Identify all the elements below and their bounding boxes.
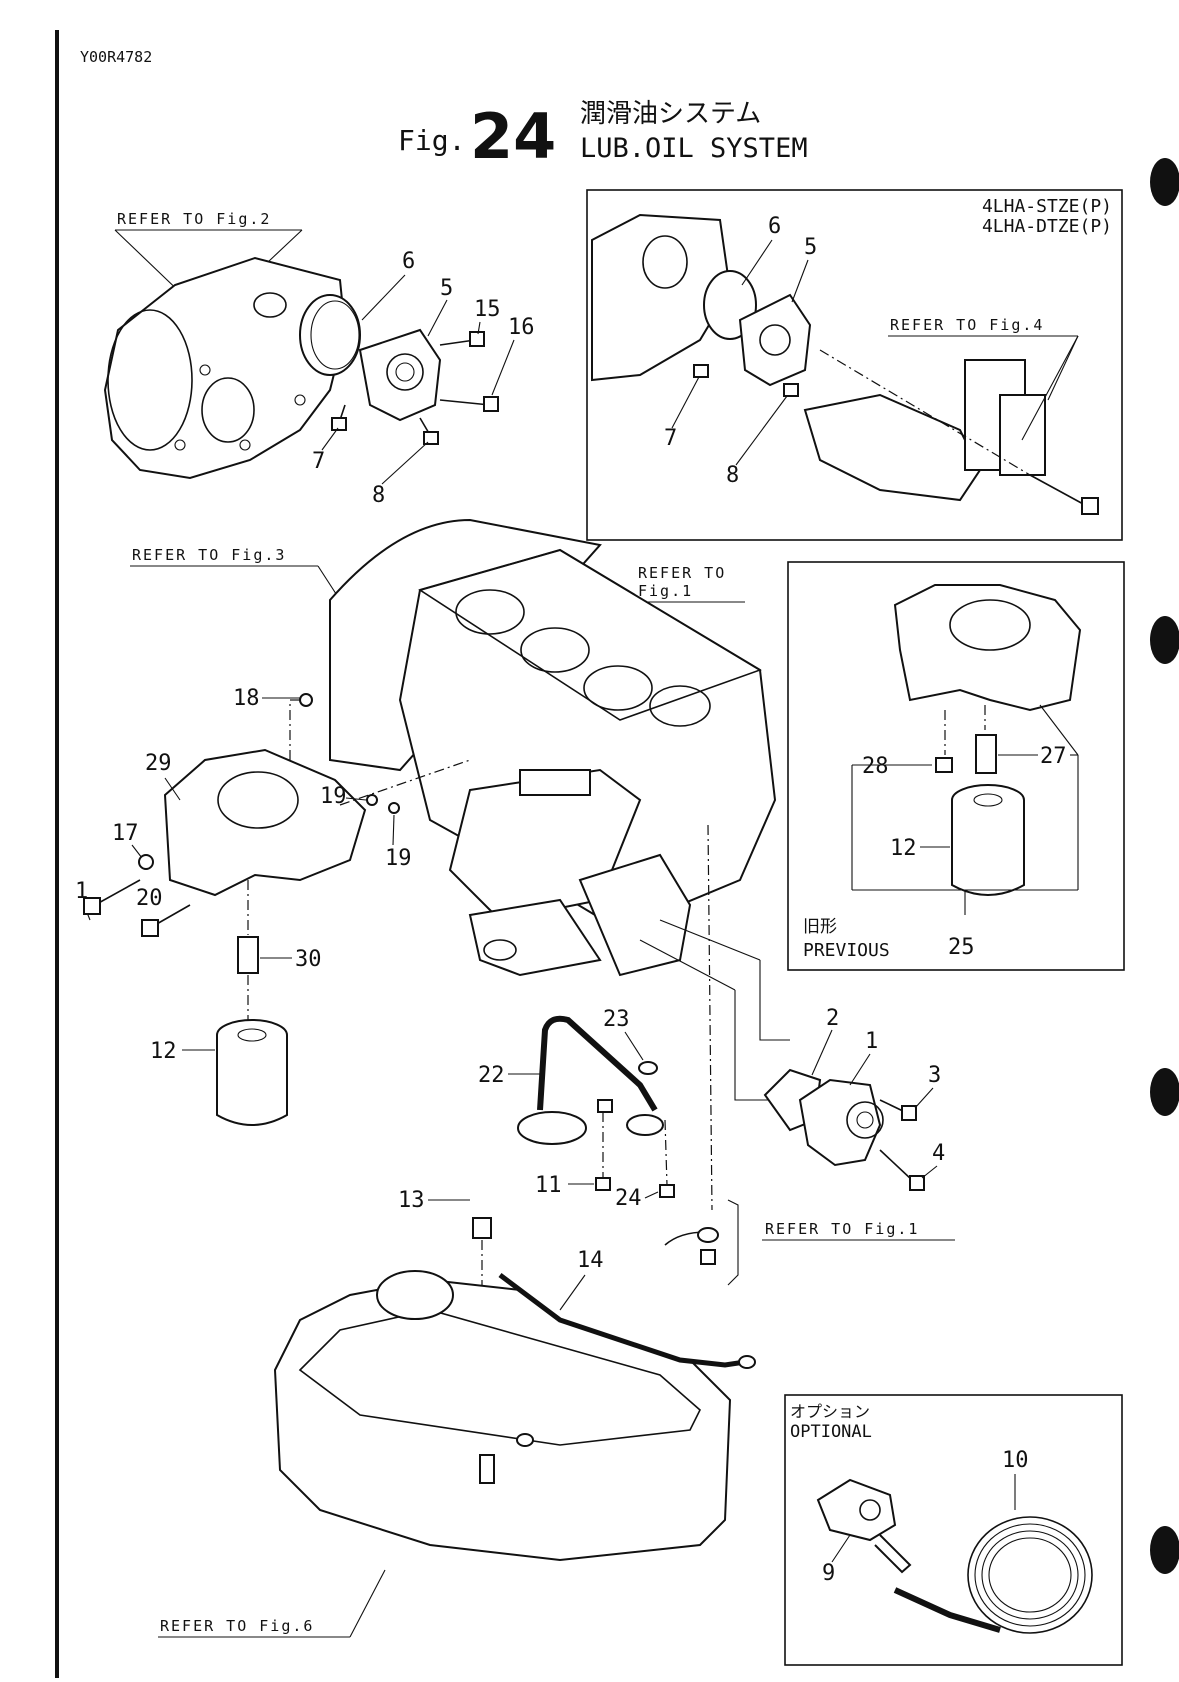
refer-fig1-top-line2: Fig.1 [638,582,693,600]
callout-19-second: 19 [385,846,412,871]
callout-2: 2 [826,1006,839,1031]
refer-fig3-label: REFER TO Fig.3 [132,546,286,564]
callout-5-inset: 5 [804,235,817,260]
title-english: LUB.OIL SYSTEM [580,133,808,164]
callout-24: 24 [615,1186,642,1211]
callout-28: 28 [862,754,889,779]
refer-fig4-label: REFER TO Fig.4 [890,316,1044,334]
callout-8: 8 [372,483,385,508]
strainer-bell [518,1112,586,1144]
figure-prefix: Fig. [398,124,465,157]
oil-pan-group: 13 14 REFER TO Fig.6 [158,1188,755,1637]
refer-fig1-bottom-label: REFER TO Fig.1 [765,1220,919,1238]
callout-14: 14 [577,1248,604,1273]
callout-19: 19 [320,784,347,809]
bolt-24 [660,1185,674,1197]
oil-pump-cover-5 [360,330,440,420]
callout-27: 27 [1040,744,1067,769]
callout-7-inset: 7 [664,426,677,451]
plug-28 [936,758,952,772]
previous-label-jp: 旧形 [803,917,837,937]
callout-5: 5 [440,276,453,301]
figure-number: 24 [470,100,556,173]
bolt-1 [84,898,100,914]
refer-fig1-top-line1: REFER TO [638,564,726,582]
engine-block-group: REFER TO Fig.3 REFER TO Fig.1 18 [75,520,790,1210]
bolt-20 [142,920,158,936]
nut-11 [596,1178,610,1190]
o-ring-6 [300,295,360,375]
gear-case-housing [105,258,345,478]
inset-previous: 28 27 12 旧形 PREVIOUS 25 [788,562,1124,970]
o-ring-18 [300,694,312,706]
callout-13: 13 [398,1188,425,1213]
oil-filter-12 [217,1035,287,1125]
callout-10: 10 [1002,1448,1029,1473]
callout-12: 12 [150,1039,177,1064]
callout-3: 3 [928,1063,941,1088]
callout-20: 20 [136,886,163,911]
dipstick-group: REFER TO Fig.1 [665,1200,955,1285]
bolt-4 [910,1176,924,1190]
punch-hole [1150,616,1179,664]
callout-1-pump: 1 [865,1029,878,1054]
stud-27 [976,735,996,773]
callout-22: 22 [478,1063,505,1088]
oil-pan-14 [275,1280,730,1560]
inset-stze-dtze: 4LHA-STZE(P) 4LHA-DTZE(P) REFER TO Fig.4… [587,190,1122,540]
callout-23: 23 [603,1007,630,1032]
callout-17: 17 [112,821,139,846]
o-ring-23 [639,1062,657,1074]
bolt-3 [902,1106,916,1120]
callout-6-inset: 6 [768,214,781,239]
callout-30: 30 [295,947,322,972]
drain-plug-13 [473,1218,491,1238]
washer-17 [139,855,153,869]
model-dtze: 4LHA-DTZE(P) [982,216,1112,237]
punch-hole [1150,1526,1179,1574]
previous-label-en: PREVIOUS [803,940,890,961]
title-japanese: 潤滑油システム [580,99,761,129]
gear-case-group: REFER TO Fig.2 6 5 15 16 7 8 [105,210,535,508]
callout-18: 18 [233,686,260,711]
callout-4: 4 [932,1141,945,1166]
callout-25: 25 [948,935,975,960]
callout-9: 9 [822,1561,835,1586]
oil-strainer-group: 23 22 11 24 [478,1007,674,1211]
callout-8-inset: 8 [726,463,739,488]
inset-optional: オプション OPTIONAL 10 9 [785,1395,1122,1665]
callout-15: 15 [474,297,501,322]
oil-filler-neck [377,1271,453,1319]
optional-label-jp: オプション [790,1402,870,1421]
refer-fig2-label: REFER TO Fig.2 [117,210,271,228]
oil-suction-pipe-22 [540,1019,655,1110]
drain-hose-10 [968,1517,1092,1633]
punch-hole [1150,158,1179,206]
oil-pump-1 [800,1080,880,1165]
refer-fig6-label: REFER TO Fig.6 [160,1617,314,1635]
stud-30 [238,937,258,973]
callout-12-previous: 12 [890,836,917,861]
optional-label-en: OPTIONAL [790,1422,872,1442]
callout-6: 6 [402,249,415,274]
drain-pump-9 [818,1480,895,1540]
punch-hole [1150,1068,1179,1116]
callout-29: 29 [145,751,172,776]
callout-7: 7 [312,449,325,474]
inset-bracket [805,395,980,500]
callout-16: 16 [508,315,535,340]
oil-pump-group: 2 1 3 4 [765,1006,945,1190]
previous-oil-filter-12 [952,800,1024,895]
callout-11: 11 [535,1173,562,1198]
document-code: Y00R4782 [80,48,152,66]
previous-filter-bracket [895,585,1080,710]
model-stze: 4LHA-STZE(P) [982,196,1112,217]
